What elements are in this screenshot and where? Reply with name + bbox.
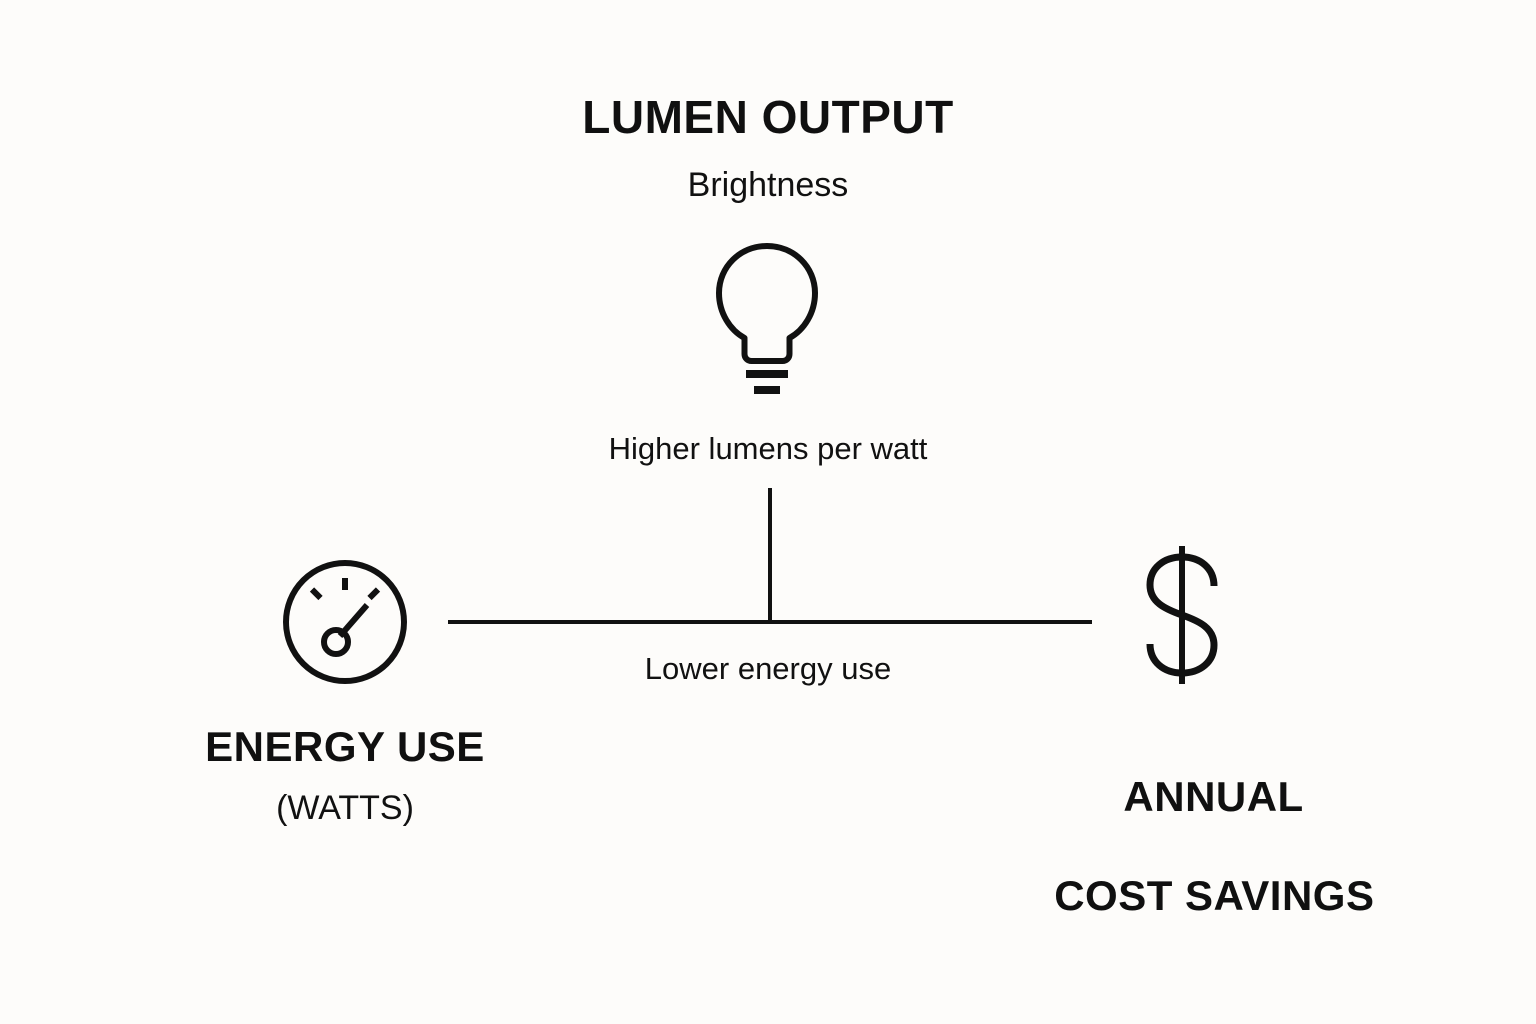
lumen-output-title: LUMEN OUTPUT (582, 91, 954, 143)
edge-label-higher-lumens-per-watt: Higher lumens per watt (608, 431, 928, 466)
energy-use-subtitle: (WATTS) (276, 789, 414, 827)
energy-use-title: ENERGY USE (205, 723, 485, 770)
lumen-output-subtitle: Brightness (687, 166, 849, 204)
annual-cost-savings-line-1: ANNUAL (1123, 772, 1304, 820)
lightbulb-icon (702, 238, 832, 398)
gauge-icon-svg (283, 560, 407, 684)
gauge-icon (281, 558, 409, 686)
dollar-sign-icon (1137, 540, 1227, 690)
lightbulb-icon-svg (716, 243, 818, 394)
annual-cost-savings-line-2: COST SAVINGS (1054, 871, 1375, 919)
edge-label-lower-energy-use: Lower energy use (644, 651, 892, 686)
annual-cost-savings-title: ANNUAL COST SAVINGS (930, 722, 1450, 970)
dollar-sign-icon-svg (1146, 546, 1218, 684)
